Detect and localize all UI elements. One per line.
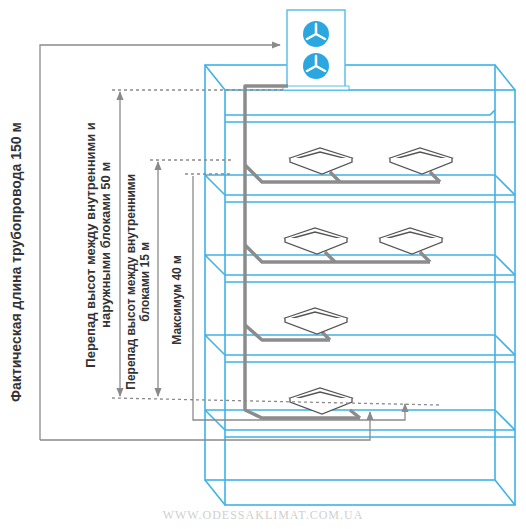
dimension-label: Перепад высот между внутренними блоками … bbox=[124, 169, 152, 394]
floor-slab bbox=[205, 110, 515, 437]
dimension-line bbox=[40, 45, 440, 440]
dimension-label: Фактическая длина трубопровода 150 м bbox=[8, 72, 24, 452]
outdoor-unit bbox=[283, 10, 349, 90]
watermark: WWW.ODESSAKLIMAT.COM.UA bbox=[110, 509, 416, 523]
dimension-label: Перепад высот между внутренними и наружн… bbox=[84, 95, 114, 395]
building-frame bbox=[205, 65, 515, 505]
indoor-cassette bbox=[285, 148, 452, 414]
dimension-label: Максимум 40 м bbox=[171, 230, 185, 370]
